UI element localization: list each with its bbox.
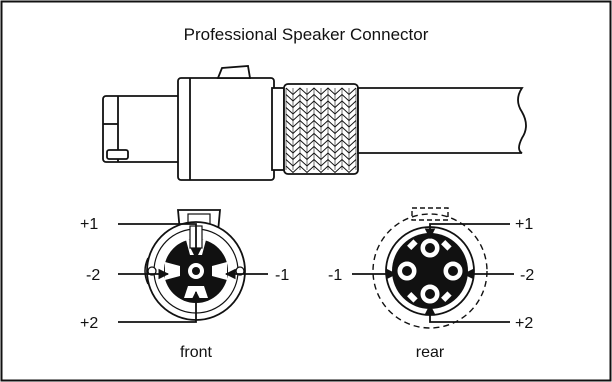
- front-arrows: [118, 223, 268, 323]
- knurl-pattern: [285, 87, 357, 174]
- front-arrow-bottom: [118, 290, 202, 323]
- connector-collar: [271, 87, 285, 171]
- rear-arrow-bottom: [424, 303, 510, 323]
- front-caption: front: [180, 344, 213, 361]
- rear-pin-top-label: +1: [515, 216, 533, 233]
- rear-dashed-ring: [372, 213, 488, 329]
- front-pin-right-label: -1: [275, 267, 289, 284]
- diagram-title: Professional Speaker Connector: [184, 25, 429, 44]
- connector-body: [177, 77, 275, 181]
- locking-latch: [216, 65, 252, 79]
- rear-pin-right-label: -2: [520, 267, 534, 284]
- rear-caption: rear: [416, 344, 445, 361]
- rear-pin-left-label: -1: [328, 267, 342, 284]
- rear-dashed-tab: [411, 207, 449, 221]
- rear-insert: [392, 233, 468, 309]
- rear-arrow-top: [424, 223, 510, 240]
- rear-pin-bottom-label: +2: [515, 315, 533, 332]
- front-pin-left-label: -2: [86, 267, 100, 284]
- front-pin-top-label: +1: [80, 216, 98, 233]
- rear-view: [372, 207, 488, 329]
- nose-latch-tab: [106, 149, 129, 160]
- front-arrow-top: [118, 223, 202, 260]
- connector-side-view: [102, 65, 527, 181]
- cable: [357, 87, 527, 154]
- rear-arrows: [352, 223, 514, 323]
- front-pin-bottom-label: +2: [80, 315, 98, 332]
